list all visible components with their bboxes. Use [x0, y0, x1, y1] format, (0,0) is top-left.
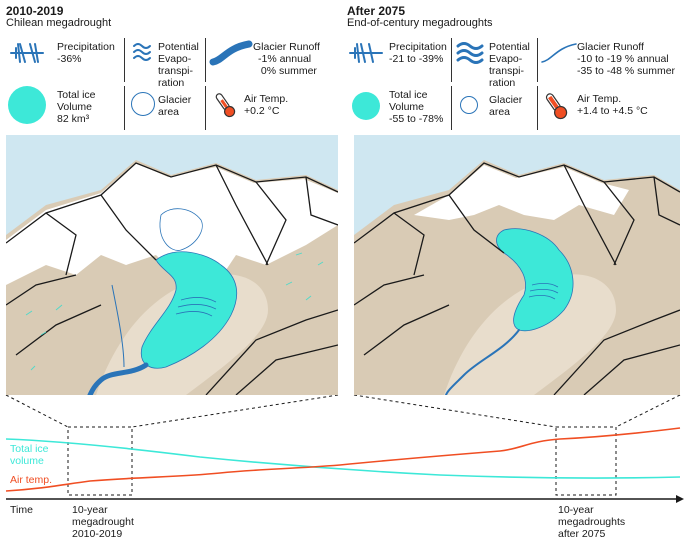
right-panel-subtitle: End-of-century megadroughts — [347, 17, 493, 29]
right-temp-value: +1.4 to +4.5 °C — [577, 105, 648, 117]
right-precip-label: Precipitation — [389, 41, 447, 53]
glacier-area-circle-icon — [131, 92, 155, 116]
divider — [124, 38, 125, 82]
timeline-temp-label: Air temp. — [10, 474, 53, 486]
left-runoff-summer: 0% summer — [258, 65, 317, 77]
evapotranspiration-icon — [133, 43, 151, 61]
window-2-label: 10-year megadroughts after 2075 — [558, 504, 626, 540]
evapotranspiration-icon — [456, 42, 484, 64]
divider — [537, 38, 538, 82]
left-runoff-label: Glacier Runoff — [253, 41, 320, 53]
right-area-label: Glacier area — [489, 94, 523, 118]
left-ice-label: Total ice Volume 82 km³ — [57, 89, 96, 125]
right-glacier-landscape — [354, 135, 680, 395]
precipitation-icon — [10, 43, 44, 63]
left-panel-title: 2010-2019 — [6, 4, 64, 18]
divider — [451, 86, 452, 130]
connector-right — [615, 395, 681, 428]
glacier-river — [87, 362, 149, 395]
glacier-river — [445, 329, 520, 395]
right-evapo-label: Potential Evapo- transpi- ration — [489, 41, 530, 89]
ice-volume-circle-icon — [8, 86, 46, 124]
divider — [205, 86, 206, 130]
left-precip-label: Precipitation — [57, 41, 115, 53]
thermometer-icon — [215, 93, 236, 118]
right-panel-title: After 2075 — [347, 4, 406, 18]
window-2010-2019 — [67, 426, 133, 496]
precipitation-icon — [349, 43, 383, 63]
ice-volume-line — [5, 438, 681, 479]
divider — [124, 86, 125, 130]
right-runoff-summer: -35 to -48 % summer — [577, 65, 676, 77]
window-1-label: 10-year megadrought 2010-2019 — [72, 504, 134, 540]
timeline-chart — [5, 395, 684, 503]
right-precip-value: -21 to -39% — [389, 53, 444, 65]
left-glacier-landscape — [6, 135, 338, 395]
left-evapo-label: Potential Evapo- transpi- ration — [158, 41, 199, 89]
time-axis-arrow-icon — [676, 495, 684, 503]
glacier-ice — [140, 251, 238, 369]
right-ice-label: Total ice Volume -55 to -78% — [389, 89, 444, 125]
ice-volume-circle-icon — [352, 92, 380, 120]
glacier-runoff-icon — [541, 43, 577, 63]
divider — [451, 38, 452, 82]
time-axis-label: Time — [10, 504, 33, 516]
connector-left — [5, 395, 69, 428]
right-runoff-label: Glacier Runoff — [577, 41, 644, 53]
left-runoff-annual: -1% annual — [258, 53, 312, 65]
thermometer-icon — [545, 93, 568, 120]
air-temp-line — [5, 427, 681, 492]
divider — [205, 38, 206, 82]
left-panel-subtitle: Chilean megadrought — [6, 17, 112, 29]
connector-left — [131, 395, 339, 428]
timeline-ice-label: Total ice volume — [10, 443, 49, 467]
divider — [537, 86, 538, 130]
connector-right — [353, 395, 557, 428]
left-precip-value: -36% — [57, 53, 82, 65]
glacier-runoff-icon — [209, 40, 253, 66]
left-temp-label: Air Temp. — [244, 93, 289, 105]
right-temp-label: Air Temp. — [577, 93, 622, 105]
right-runoff-annual: -10 to -19 % annual — [577, 53, 669, 65]
left-temp-value: +0.2 °C — [244, 105, 280, 117]
left-area-label: Glacier area — [158, 94, 192, 118]
window-after-2075 — [555, 426, 617, 496]
glacier-area-circle-icon — [460, 96, 478, 114]
